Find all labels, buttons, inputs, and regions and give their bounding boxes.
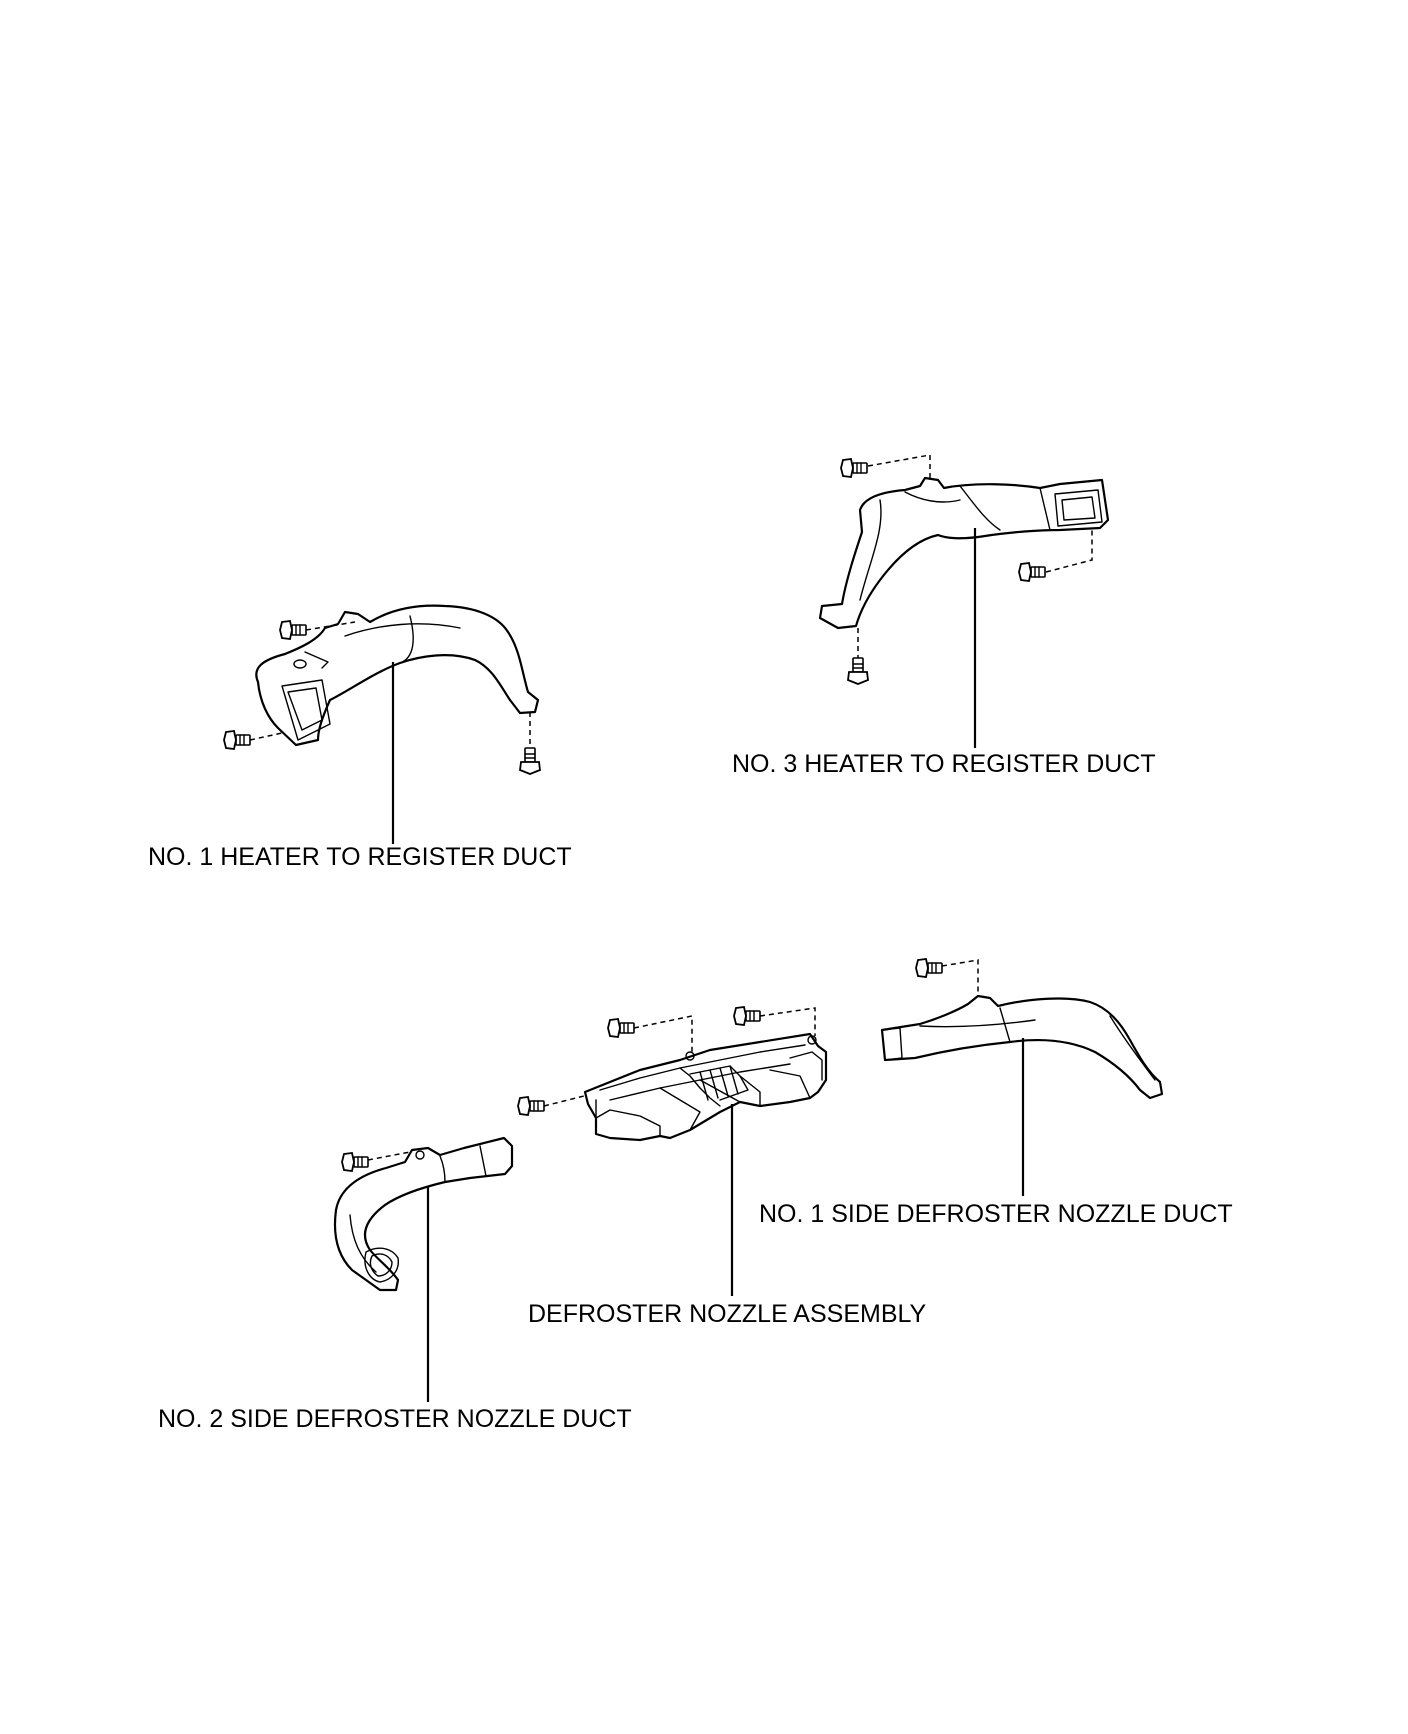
no1-side-defroster-nozzle-duct bbox=[880, 958, 1164, 1196]
bolt-icon bbox=[279, 620, 307, 640]
label-no1-heater-to-register-duct: NO. 1 HEATER TO REGISTER DUCT bbox=[148, 843, 572, 871]
defroster-nozzle-assembly bbox=[517, 1006, 828, 1296]
no1-heater-to-register-duct bbox=[223, 604, 541, 844]
label-no3-heater-to-register-duct: NO. 3 HEATER TO REGISTER DUCT bbox=[732, 750, 1156, 778]
bolt-icon bbox=[733, 1006, 761, 1026]
no3-heater-to-register-duct bbox=[818, 454, 1110, 748]
bolt-icon bbox=[519, 747, 541, 775]
bolt-icon bbox=[840, 458, 868, 478]
bolt-icon bbox=[1018, 562, 1046, 582]
bolt-icon bbox=[341, 1152, 369, 1172]
bolt-icon bbox=[847, 657, 869, 685]
bolt-icon bbox=[223, 730, 251, 750]
label-no1-side-defroster-nozzle-duct: NO. 1 SIDE DEFROSTER NOZZLE DUCT bbox=[759, 1200, 1233, 1228]
label-defroster-nozzle-assembly: DEFROSTER NOZZLE ASSEMBLY bbox=[528, 1300, 927, 1328]
no2-side-defroster-nozzle-duct bbox=[333, 1136, 514, 1402]
bolt-icon bbox=[915, 958, 943, 978]
label-no2-side-defroster-nozzle-duct: NO. 2 SIDE DEFROSTER NOZZLE DUCT bbox=[158, 1405, 632, 1433]
bolt-icon bbox=[607, 1018, 635, 1038]
bolt-icon bbox=[517, 1096, 545, 1116]
